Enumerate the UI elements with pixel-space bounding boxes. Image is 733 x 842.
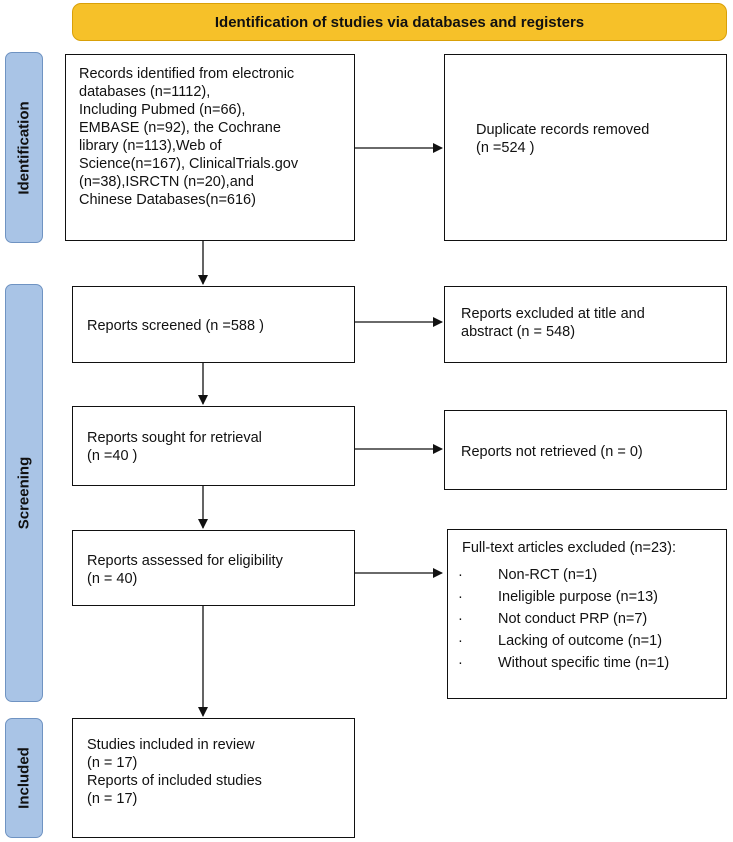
list-item: · Non-RCT (n=1) [458, 564, 669, 586]
bullet: · [458, 611, 463, 627]
bullet: · [458, 589, 463, 605]
stage-screening: Screening [5, 284, 43, 702]
duplicates-removed-text: Duplicate records removed (n =524 ) [476, 122, 650, 156]
bullet: · [458, 633, 463, 649]
assessed-eligibility-text: Reports assessed for eligibility (n = 40… [87, 553, 283, 587]
fulltext-excluded-list: · Non-RCT (n=1) · Ineligible purpose (n=13… [458, 564, 669, 674]
list-item: · Ineligible purpose (n=13) [458, 586, 669, 608]
excluded-title-abstract-text: Reports excluded at title and abstract (… [461, 306, 645, 340]
list-item-label: Non-RCT (n=1) [498, 567, 598, 583]
list-item-label: Lacking of outcome (n=1) [498, 633, 663, 649]
records-identified-box: Records identified from electronic datab… [65, 54, 355, 241]
sought-retrieval-text: Reports sought for retrieval (n =40 ) [87, 430, 262, 464]
list-item-label: Not conduct PRP (n=7) [498, 611, 648, 627]
diagram-header: Identification of studies via databases … [72, 3, 727, 41]
fulltext-excluded-box: Full-text articles excluded (n=23): · Non… [447, 529, 727, 699]
fulltext-excluded-title: Full-text articles excluded (n=23): [462, 540, 676, 556]
assessed-eligibility-box: Reports assessed for eligibility (n = 40… [72, 530, 355, 606]
list-item-label: Ineligible purpose (n=13) [498, 589, 659, 605]
included-studies-text: Studies included in review (n = 17) Repo… [87, 737, 262, 807]
header-title: Identification of studies via databases … [214, 13, 585, 31]
reports-screened-text: Reports screened (n =588 ) [87, 318, 264, 334]
sought-retrieval-box: Reports sought for retrieval (n =40 ) [72, 406, 355, 486]
stage-included: Included [5, 718, 43, 838]
not-retrieved-box: Reports not retrieved (n = 0) [444, 410, 727, 490]
list-item-label: Without specific time (n=1) [498, 655, 670, 671]
list-item: · Lacking of outcome (n=1) [458, 630, 669, 652]
bullet: · [458, 567, 463, 583]
included-studies-box: Studies included in review (n = 17) Repo… [72, 718, 355, 838]
reports-screened-box: Reports screened (n =588 ) [72, 286, 355, 363]
bullet: · [458, 655, 463, 671]
list-item: · Without specific time (n=1) [458, 652, 669, 674]
duplicates-removed-box: Duplicate records removed (n =524 ) [444, 54, 727, 241]
not-retrieved-text: Reports not retrieved (n = 0) [461, 444, 643, 460]
records-identified-text: Records identified from electronic datab… [79, 66, 299, 208]
excluded-title-abstract-box: Reports excluded at title and abstract (… [444, 286, 727, 363]
list-item: · Not conduct PRP (n=7) [458, 608, 669, 630]
stage-identification: Identification [5, 52, 43, 243]
